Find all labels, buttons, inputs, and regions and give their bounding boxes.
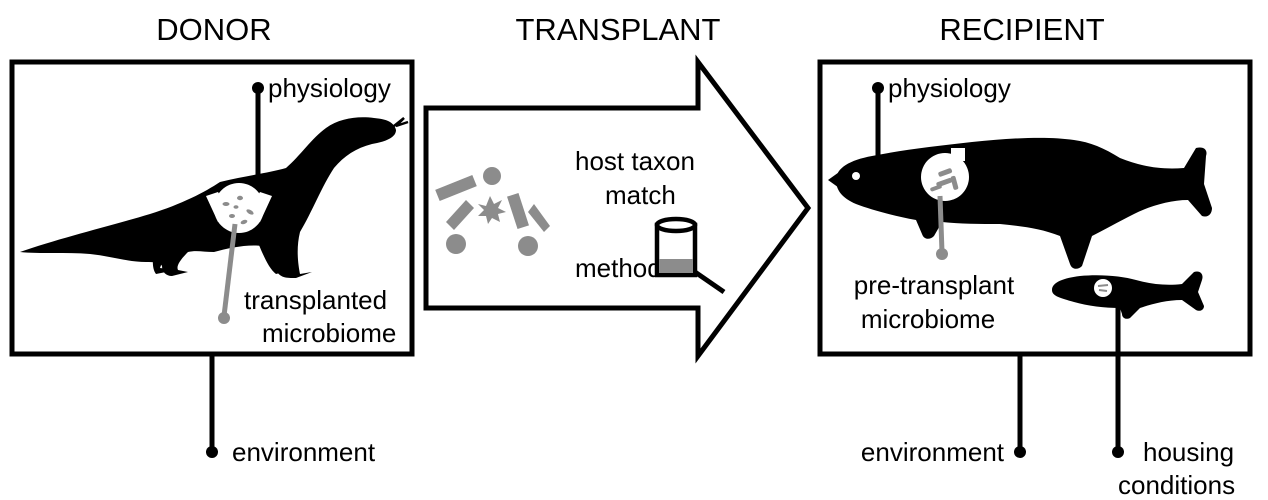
donor-microbiome-pin — [221, 223, 238, 317]
recipient-environment-dot — [1014, 446, 1026, 458]
donor-environment-label: environment — [232, 437, 376, 467]
host-taxon-label-2: match — [605, 180, 676, 210]
donor-microbiome-label-2: microbiome — [262, 318, 396, 348]
housing-conditions-label-1: housing — [1143, 437, 1234, 467]
microbe-shapes-icon — [435, 167, 550, 256]
recipient-microbiome-badge-icon — [921, 148, 969, 201]
recipient-microbiome-dot — [936, 248, 948, 260]
transplant-title: TRANSPLANT — [516, 12, 721, 47]
fish-silhouette-icon — [828, 137, 1212, 269]
housing-conditions-label-2: conditions — [1118, 470, 1235, 500]
donor-box — [9, 59, 415, 357]
recipient-microbiome-label-1: pre-transplant — [854, 270, 1015, 300]
recipient-title: RECIPIENT — [939, 12, 1104, 47]
host-taxon-label-1: host taxon — [575, 146, 695, 176]
donor-physiology-label: physiology — [268, 73, 391, 103]
donor-title: DONOR — [156, 12, 271, 47]
recipient-physiology-label: physiology — [888, 73, 1011, 103]
housing-conditions-dot — [1112, 446, 1124, 458]
recipient-physiology-dot — [872, 82, 884, 94]
method-label: method — [575, 253, 662, 283]
donor-microbiome-badge-icon — [206, 183, 272, 233]
transplant-arrow: host taxon match method — [423, 54, 812, 364]
recipient-microbiome-pin — [937, 195, 945, 253]
donor-microbiome-label-1: transplanted — [244, 285, 387, 315]
donor-environment-dot — [206, 446, 218, 458]
donor-microbiome-dot — [218, 312, 230, 324]
syringe-tube-icon — [654, 216, 726, 295]
recipient-panel: physiology pre-transplant microbiome — [817, 59, 1253, 500]
recipient-microbiome-label-2: microbiome — [861, 304, 995, 334]
recipient-environment-label: environment — [861, 437, 1005, 467]
recipient-box — [817, 59, 1253, 357]
small-fish-silhouette-icon — [1052, 271, 1204, 319]
donor-panel: physiology transplanted microbio — [9, 59, 415, 467]
donor-physiology-dot — [252, 82, 264, 94]
